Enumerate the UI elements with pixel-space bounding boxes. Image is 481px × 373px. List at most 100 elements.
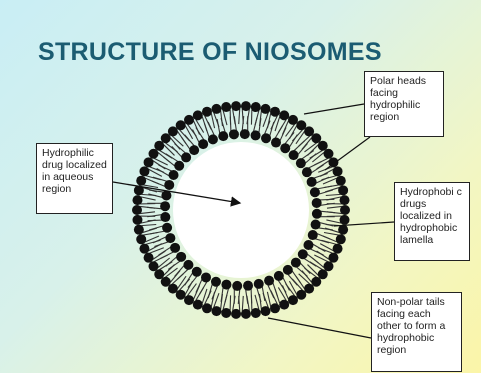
- lipid-head: [139, 166, 149, 176]
- lipid-tail: [316, 233, 330, 239]
- lipid-tail: [141, 224, 156, 225]
- lipid-head: [274, 271, 284, 281]
- lipid-tail: [242, 296, 243, 311]
- lipid-tail: [326, 220, 341, 223]
- lipid-tail: [223, 111, 227, 126]
- lipid-head: [221, 102, 231, 112]
- lipid-head: [211, 277, 221, 287]
- lipid-head: [338, 185, 348, 195]
- lipid-head: [288, 115, 298, 125]
- lipid-head: [184, 295, 194, 305]
- lipid-head: [211, 104, 221, 114]
- lipid-tail: [262, 286, 265, 301]
- lipid-head: [136, 234, 146, 244]
- lipid-head: [183, 260, 193, 270]
- lipid-head: [280, 143, 290, 153]
- hydrophilic-drug-label: Hydrophilic drug localized in aqueous re…: [36, 143, 113, 214]
- lipid-head: [160, 201, 170, 211]
- lipid-head: [270, 303, 280, 313]
- lipid-head: [288, 295, 298, 305]
- lipid-head: [149, 149, 159, 159]
- lipid-head: [254, 279, 264, 289]
- lipid-head: [232, 281, 242, 291]
- lipid-head: [176, 290, 186, 300]
- lipid-head: [303, 240, 313, 250]
- lipid-tail: [141, 197, 156, 200]
- lipid-tail: [140, 212, 155, 214]
- lipid-tail: [148, 194, 163, 198]
- lipid-head: [296, 290, 306, 300]
- lipid-head: [241, 101, 251, 111]
- lipid-head: [176, 120, 186, 130]
- lipid-head: [164, 180, 174, 190]
- lipid-tail: [239, 109, 240, 124]
- lipid-head: [323, 149, 333, 159]
- lipid-head: [289, 150, 299, 160]
- lipid-head: [279, 110, 289, 120]
- lipid-tail: [147, 207, 162, 209]
- nonpolar-tails-label: Non-polar tails facing each other to for…: [371, 292, 462, 372]
- lipid-tail: [153, 177, 167, 181]
- lipid-head: [328, 253, 338, 263]
- lipid-head: [211, 306, 221, 316]
- lipid-tail: [327, 206, 342, 208]
- lipid-head: [174, 161, 184, 171]
- lipid-head: [279, 300, 289, 310]
- lipid-head: [176, 252, 186, 262]
- lipid-head: [302, 167, 312, 177]
- lipid-head: [132, 195, 142, 205]
- lipid-head: [229, 129, 239, 139]
- pointer-line-polar-heads: [304, 104, 364, 114]
- lipid-head: [291, 258, 301, 268]
- lipid-head: [170, 243, 180, 253]
- lipid-tail: [208, 284, 212, 298]
- lipid-head: [184, 115, 194, 125]
- lipid-head: [340, 195, 350, 205]
- lipid-head: [304, 284, 314, 294]
- lipid-tail: [326, 194, 341, 195]
- lipid-head: [144, 157, 154, 167]
- lipid-head: [340, 215, 350, 225]
- lipid-tail: [217, 119, 220, 134]
- lipid-tail: [324, 232, 339, 235]
- lipid-tail: [148, 220, 163, 221]
- lipid-head: [296, 120, 306, 130]
- lipid-tail: [211, 113, 214, 128]
- lipid-head: [340, 205, 350, 215]
- lipid-head: [165, 233, 175, 243]
- lipid-tail: [313, 173, 327, 178]
- lipid-head: [193, 110, 203, 120]
- lipid-head: [193, 300, 203, 310]
- lipid-head: [198, 139, 208, 149]
- lipid-head: [240, 129, 250, 139]
- lipid-head: [208, 134, 218, 144]
- lipid-head: [221, 280, 231, 290]
- lipid-tail: [230, 117, 231, 132]
- lipid-head: [160, 212, 170, 222]
- lipid-head: [139, 244, 149, 254]
- lipid-head: [310, 187, 320, 197]
- lipid-head: [149, 261, 159, 271]
- lipid-head: [134, 225, 144, 235]
- lipid-head: [144, 253, 154, 263]
- lipid-tail: [267, 292, 270, 307]
- lipid-head: [154, 269, 164, 279]
- lipid-tail: [263, 113, 268, 127]
- lipid-head: [333, 244, 343, 254]
- lipid-head: [283, 265, 293, 275]
- lipid-tail: [319, 222, 334, 226]
- lipid-head: [251, 130, 261, 140]
- lipid-tail: [317, 186, 332, 189]
- lipid-head: [202, 107, 212, 117]
- lipid-head: [271, 138, 281, 148]
- lipid-head: [181, 152, 191, 162]
- lipid-tail: [149, 226, 163, 230]
- lipid-head: [261, 306, 271, 316]
- lipid-tail: [320, 211, 335, 213]
- lipid-tail: [255, 295, 259, 310]
- lipid-tail: [150, 231, 165, 234]
- hydrophobic-drugs-label: Hydrophobi c drugs localized in hydropho…: [394, 182, 470, 261]
- lipid-head: [307, 177, 317, 187]
- lipid-tail: [257, 287, 261, 301]
